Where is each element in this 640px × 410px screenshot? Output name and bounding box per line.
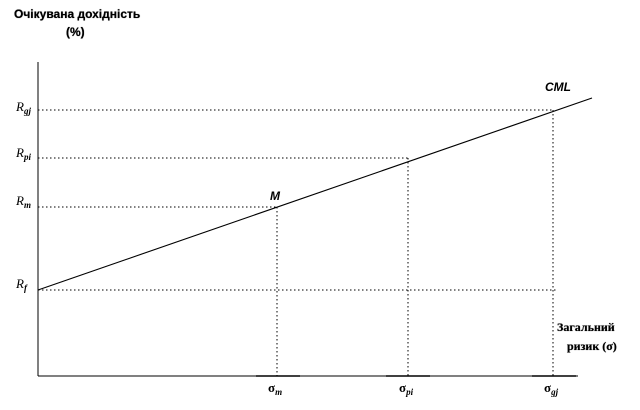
x-tick-sm: σm — [268, 380, 282, 397]
y-tick-rpi-sub: pi — [23, 152, 31, 162]
x-axis-title-line1: Загальний — [557, 320, 615, 334]
line-label-cml: CML — [545, 80, 571, 94]
y-tick-rm-sub: m — [23, 200, 31, 210]
y-tick-rf-sub: f — [23, 283, 27, 293]
y-tick-rgj-sub: gj — [23, 106, 31, 116]
x-tick-spi-sub: pi — [406, 387, 414, 397]
y-tick-rf-symbol: R — [16, 276, 24, 291]
y-tick-rm-symbol: R — [16, 193, 24, 208]
y-axis-title-line1: Очікувана дохідність — [14, 7, 141, 21]
y-tick-rgj: Rgj — [16, 99, 31, 116]
x-tick-sgj-sub: gj — [551, 387, 559, 397]
x-tick-sm-symbol: σ — [268, 380, 276, 395]
y-tick-rgj-symbol: R — [16, 99, 24, 114]
cml-line — [37, 97, 593, 291]
x-tick-sgj: σgj — [544, 380, 558, 397]
y-tick-rpi-symbol: R — [16, 145, 24, 160]
point-label-market: M — [270, 189, 280, 203]
y-tick-rm: Rm — [16, 193, 31, 210]
x-tick-sgj-symbol: σ — [544, 380, 552, 395]
x-tick-sm-sub: m — [275, 387, 283, 397]
x-tick-spi-symbol: σ — [399, 380, 407, 395]
x-tick-spi: σpi — [399, 380, 413, 397]
y-tick-rpi: Rpi — [16, 145, 31, 162]
y-tick-rf: Rf — [16, 276, 27, 293]
x-axis-title-line2: ризик (σ) — [567, 339, 617, 353]
y-axis-title-line2: (%) — [66, 25, 85, 39]
